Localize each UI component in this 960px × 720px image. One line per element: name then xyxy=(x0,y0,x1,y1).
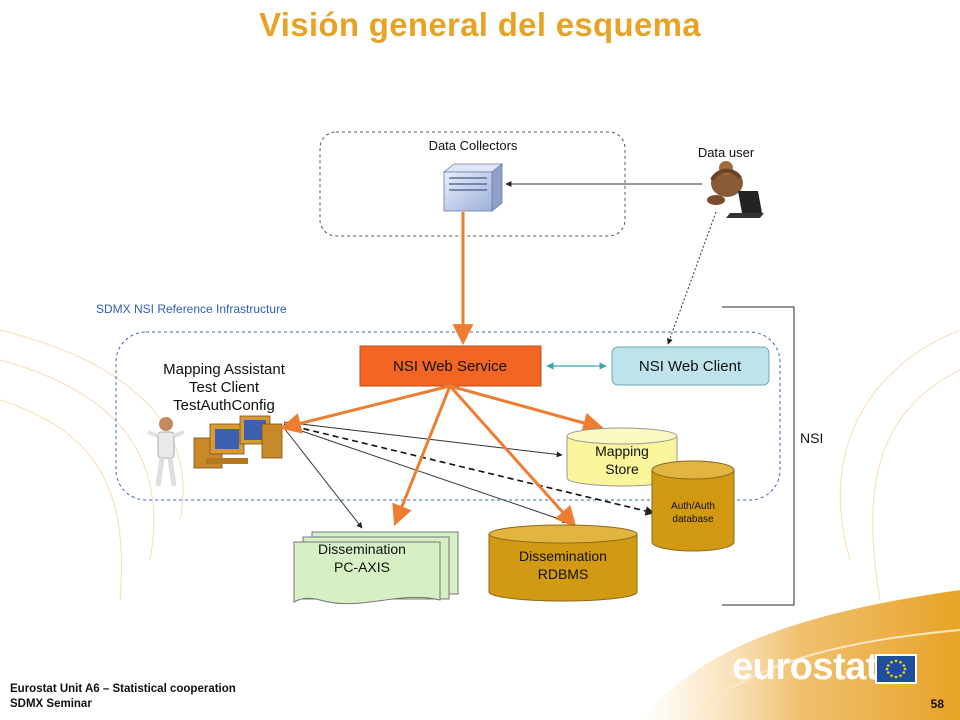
logo-swoosh xyxy=(640,590,960,720)
server-icon xyxy=(442,163,504,212)
mapping-assistant-line3: TestAuthConfig xyxy=(173,397,275,414)
computers-icon xyxy=(193,415,283,469)
arrow-ma-to-mapping-store xyxy=(283,421,563,458)
auth-db-cylinder xyxy=(651,460,735,552)
auth-db-line1: Auth/Auth xyxy=(671,501,715,512)
rdbms-cylinder xyxy=(488,524,638,602)
page-title: Visión general del esquema xyxy=(259,6,701,43)
footer-line1: Eurostat Unit A6 – Statistical cooperati… xyxy=(10,683,236,695)
rdbms-line2: RDBMS xyxy=(538,566,589,582)
data-collectors-label: Data Collectors xyxy=(429,138,518,153)
auth-db-line2: database xyxy=(672,514,714,525)
eu-flag-icon xyxy=(875,654,917,684)
arrow-webservice-to-pcaxis xyxy=(392,385,452,526)
arrow-webservice-to-mapping-store xyxy=(449,384,605,434)
arrow-webservice-to-rdbms xyxy=(448,385,577,528)
footer-line2: SDMX Seminar xyxy=(10,698,92,710)
nsi-bracket xyxy=(722,306,795,606)
arrow-ma-to-pcaxis xyxy=(283,427,363,529)
nsi-web-client-label: NSI Web Client xyxy=(639,358,742,375)
nsi-web-service-label: NSI Web Service xyxy=(393,358,507,375)
data-user-label: Data user xyxy=(698,145,755,160)
pcaxis-line2: PC-AXIS xyxy=(334,559,390,575)
worker-icon xyxy=(147,417,185,487)
eurostat-logo-text: eurostat xyxy=(732,646,878,688)
nsi-bracket-label: NSI xyxy=(800,430,823,446)
footer: Eurostat Unit A6 – Statistical cooperati… xyxy=(10,682,236,712)
page-number: 58 xyxy=(930,697,944,711)
background-curves xyxy=(0,329,960,601)
nsi-web-service-box xyxy=(359,345,542,387)
arrow-user-to-webclient xyxy=(667,211,717,345)
data-collectors-group xyxy=(319,131,626,237)
mapping-assistant-line2: Test Client xyxy=(189,379,260,396)
mapping-store-line2: Store xyxy=(605,461,639,477)
arrow-webservice-to-ma xyxy=(279,384,451,434)
rdbms-line1: Dissemination xyxy=(519,548,607,564)
arrow-ma-to-rdbms xyxy=(283,424,569,524)
arrow-ma-to-auth-db xyxy=(283,423,655,516)
mapping-assistant-line1: Mapping Assistant xyxy=(163,361,286,378)
data-user-icon xyxy=(707,161,764,218)
infrastructure-group xyxy=(115,331,781,501)
mapping-store-line1: Mapping xyxy=(595,443,649,459)
pcaxis-document-stack xyxy=(293,531,459,605)
infrastructure-label: SDMX NSI Reference Infrastructure xyxy=(96,302,287,316)
mapping-store-cylinder xyxy=(566,427,678,487)
nsi-web-client-box xyxy=(611,346,770,386)
pcaxis-line1: Dissemination xyxy=(318,541,406,557)
